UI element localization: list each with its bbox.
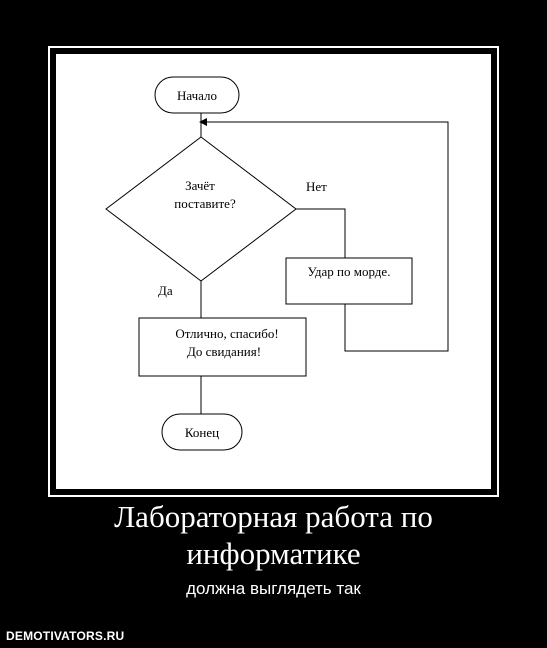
yes-action-box (138, 317, 307, 377)
decision-label-line1: Зачёт (185, 178, 215, 193)
end-label: Конец (185, 425, 219, 440)
poster-title-line2: информатике (186, 536, 361, 571)
flowchart-picture (56, 54, 491, 489)
poster-frame (48, 46, 499, 497)
no-action-label: Удар по морде. (308, 264, 391, 279)
yes-action-label-line2: До свидания! (187, 344, 261, 359)
decision-label-line2: поставите? (174, 196, 236, 211)
yes-branch-label: Да (158, 283, 173, 298)
connector-loop-back (199, 118, 449, 352)
no-action-box (285, 257, 413, 305)
connector-no-branch (296, 208, 346, 258)
poster-title: Лабораторная работа по информатике (0, 498, 547, 572)
yes-action-label-line1: Отлично, спасибо! (175, 326, 278, 341)
start-terminal (154, 76, 240, 114)
start-label: Начало (177, 88, 217, 103)
poster-subtitle: должна выглядеть так (186, 579, 361, 598)
end-terminal (161, 413, 243, 451)
no-branch-label: Нет (306, 179, 327, 194)
decision-diamond (105, 136, 297, 282)
poster-title-line1: Лабораторная работа по (114, 499, 433, 534)
site-watermark: DEMOTIVATORS.RU (6, 629, 125, 643)
